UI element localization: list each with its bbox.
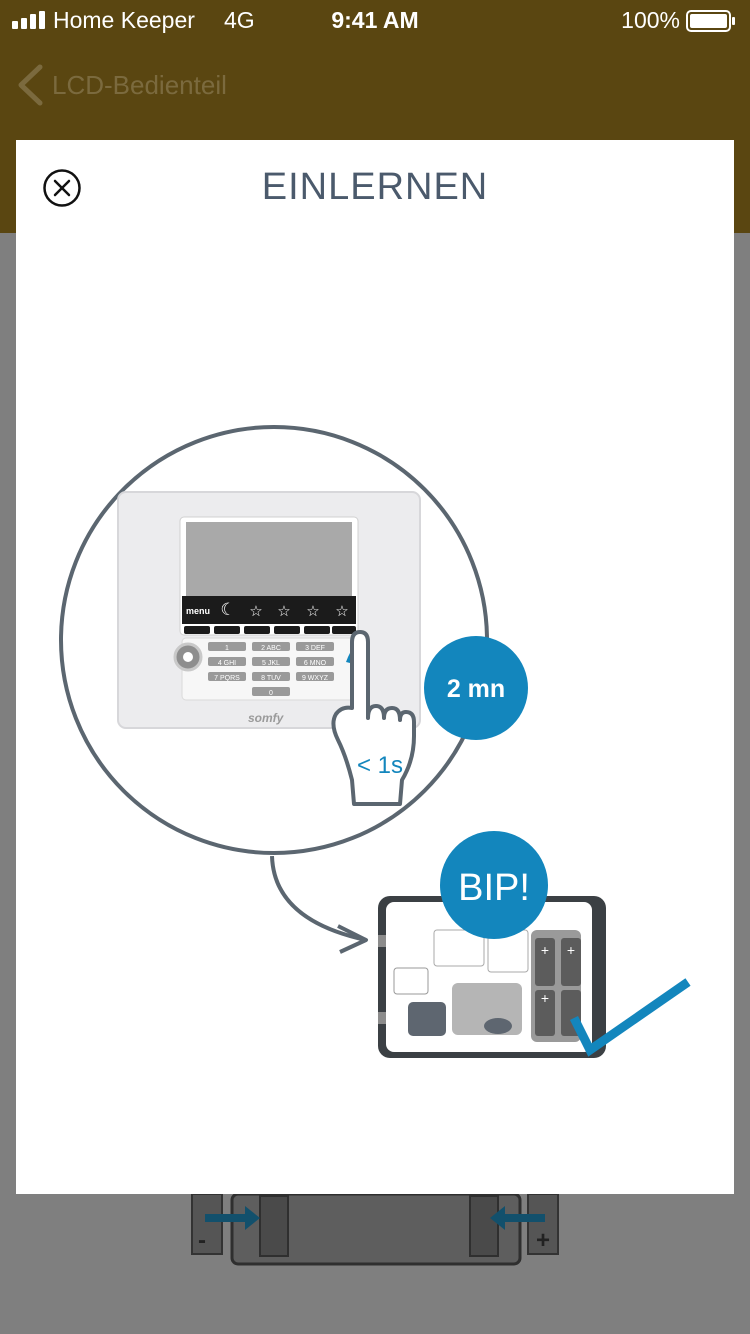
- beep-badge-label: BIP!: [458, 867, 530, 909]
- star-icon: ☆: [277, 603, 290, 620]
- timer-badge: [424, 636, 528, 740]
- battery-percent: 100%: [621, 7, 680, 33]
- signal-icon: [12, 11, 45, 29]
- key-label: 4 GHI: [218, 660, 236, 667]
- carrier-name: Home Keeper: [53, 7, 195, 33]
- back-label: LCD-Bedienteil: [52, 69, 227, 100]
- moon-icon: ☾: [220, 600, 235, 619]
- pointing-hand-icon: [331, 630, 416, 806]
- bg-minus-label: -: [198, 1227, 206, 1254]
- brand-logo: somfy: [248, 711, 285, 725]
- key-label: 7 PQRS: [214, 675, 240, 682]
- status-bar: Home Keeper 4G 9:41 AM 100%: [0, 0, 750, 40]
- battery-icon: [686, 10, 735, 32]
- enrollment-illustration: menu ☾ ☆ ☆ ☆ ☆ 1 2 ABC 3 D: [59, 425, 691, 1058]
- back-button[interactable]: LCD-Bedienteil: [16, 64, 227, 106]
- timer-badge-label: 2 mn: [447, 675, 505, 703]
- key-label: 3 DEF: [305, 645, 325, 652]
- battery-plus-label: +: [541, 990, 549, 1006]
- key-label: 2 ABC: [261, 645, 281, 652]
- modal-title: EINLERNEN: [261, 166, 489, 208]
- press-duration-label: < 1s: [357, 752, 403, 779]
- key-label: 6 MNO: [304, 660, 327, 667]
- star-icon: ☆: [335, 603, 348, 620]
- arrow-head-icon: [337, 924, 368, 954]
- beep-badge: [440, 831, 548, 939]
- central-unit-device: + + +: [378, 896, 606, 1058]
- background-device-illustration: - +: [191, 1194, 559, 1266]
- key-label: 8 TUV: [261, 675, 281, 682]
- key-label: 1: [225, 645, 229, 652]
- checkmark-icon: [569, 978, 691, 1057]
- menu-label: menu: [186, 606, 210, 616]
- bg-plus-label: +: [536, 1227, 550, 1254]
- key-label: 9 WXYZ: [302, 675, 329, 682]
- close-icon[interactable]: [42, 168, 82, 208]
- star-icon: ☆: [306, 603, 319, 620]
- battery-plus-label: +: [541, 942, 549, 958]
- chevron-left-icon: [18, 64, 43, 106]
- battery-plus-label: +: [567, 942, 575, 958]
- status-time: 9:41 AM: [331, 7, 419, 33]
- key-label: 0: [269, 690, 273, 697]
- key-label: 5 JKL: [262, 660, 280, 667]
- network-type: 4G: [224, 7, 255, 33]
- arrow-connector: [270, 855, 367, 942]
- star-icon: ☆: [249, 603, 262, 620]
- enrollment-modal: EINLERNEN menu ☾ ☆ ☆ ☆ ☆: [16, 140, 734, 1194]
- lcd-screen: [186, 522, 352, 596]
- keypad-device: menu ☾ ☆ ☆ ☆ ☆ 1 2 ABC 3 D: [117, 491, 421, 729]
